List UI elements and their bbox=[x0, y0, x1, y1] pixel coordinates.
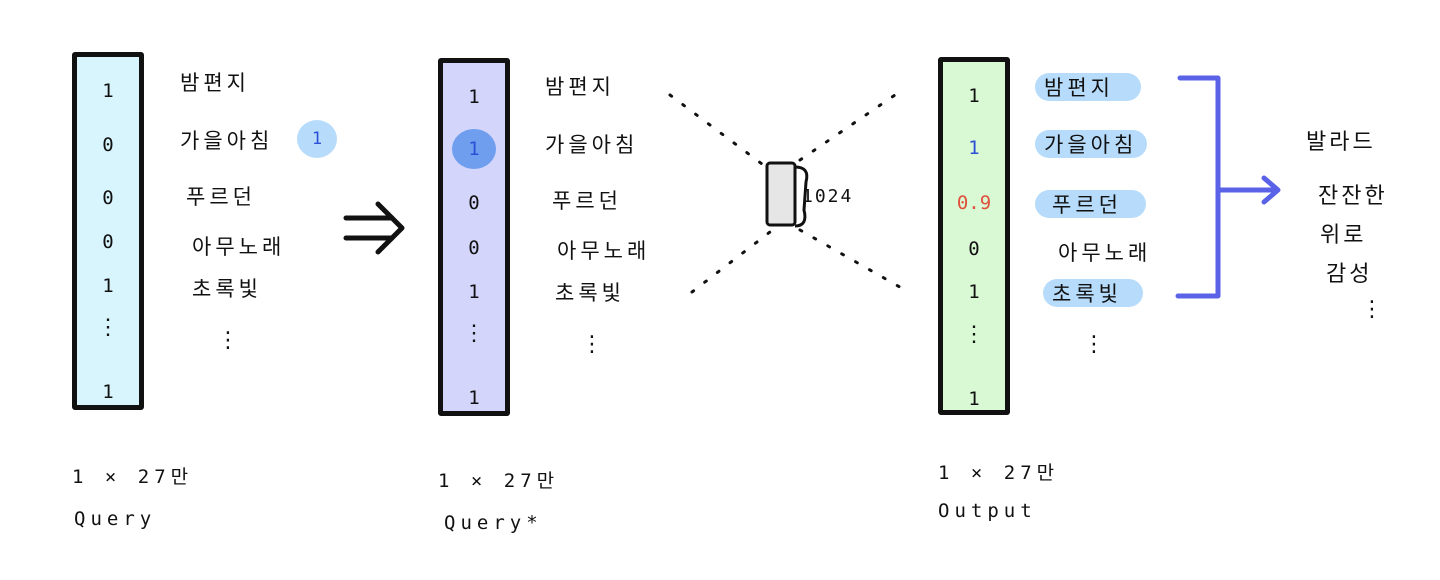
query-star-value: 0 bbox=[468, 237, 480, 259]
genre-label: 발라드 bbox=[1306, 130, 1376, 155]
query-value: 0 bbox=[102, 187, 114, 209]
output-dims: 1 × 27만 bbox=[938, 462, 1060, 484]
output-value: 1 bbox=[968, 137, 980, 159]
query-value: 1 bbox=[102, 275, 114, 297]
query-dims: 1 × 27만 bbox=[72, 466, 194, 488]
query-star-vector: 1 1 0 0 1 ⋮ 1 bbox=[438, 58, 510, 416]
output-vector: 1 1 0.9 0 1 ⋮ 1 bbox=[938, 57, 1010, 415]
decoder-dotted-line-top bbox=[798, 93, 897, 162]
query-star-value: 1 bbox=[468, 86, 480, 108]
query-star-song-ellipsis: ⋮ bbox=[581, 332, 603, 357]
query-star-value: 1 bbox=[468, 387, 480, 409]
query-star-song-label: 밤편지 bbox=[545, 75, 615, 99]
query-name: Query bbox=[74, 508, 157, 530]
output-song-pill bbox=[1035, 190, 1146, 218]
bottleneck-label: 1024 bbox=[802, 186, 854, 207]
output-value: 0.9 bbox=[956, 192, 992, 214]
bottleneck-bracket bbox=[794, 165, 809, 228]
query-star-song-label: 아무노래 bbox=[557, 239, 651, 263]
query-star-name: Query* bbox=[444, 512, 543, 534]
selection-bracket bbox=[1175, 75, 1281, 299]
transform-arrow-icon bbox=[343, 201, 405, 255]
output-song-pill bbox=[1035, 130, 1147, 158]
query-star-ellipsis: ⋮ bbox=[463, 321, 485, 346]
highlight-circle bbox=[452, 129, 496, 169]
output-value: 0 bbox=[968, 238, 980, 260]
query-song-label: 가을아침 bbox=[180, 129, 274, 153]
decoder-dotted-line-bottom bbox=[798, 228, 907, 292]
query-value: 1 bbox=[102, 80, 114, 102]
output-song-label: 밤편지 bbox=[1044, 76, 1114, 100]
query-star-song-label: 초록빛 bbox=[555, 281, 625, 305]
query-badge: 1 bbox=[297, 120, 337, 158]
query-song-label: 아무노래 bbox=[192, 235, 286, 259]
query-vector: 1 0 0 0 1 ⋮ 1 bbox=[72, 52, 144, 410]
output-name: Output bbox=[938, 500, 1037, 522]
query-star-song-label: 가을아침 bbox=[545, 133, 639, 157]
query-star-value: 0 bbox=[468, 192, 480, 214]
output-ellipsis: ⋮ bbox=[963, 322, 985, 347]
genre-label: 위로 bbox=[1320, 223, 1367, 248]
query-star-value: 1 bbox=[468, 138, 480, 160]
query-star-value: 1 bbox=[468, 281, 480, 303]
output-song-pill bbox=[1035, 73, 1141, 101]
bottleneck-box bbox=[765, 161, 797, 227]
output-value: 1 bbox=[968, 388, 980, 410]
output-song-label: 가을아침 bbox=[1044, 133, 1138, 157]
query-value: 1 bbox=[102, 381, 114, 403]
output-song-label: 초록빛 bbox=[1052, 282, 1122, 306]
genre-label: 잔잔한 bbox=[1318, 184, 1388, 209]
genre-label: 감성 bbox=[1326, 262, 1373, 287]
output-value: 1 bbox=[968, 85, 980, 107]
output-song-label: 푸르던 bbox=[1052, 193, 1122, 217]
query-star-song-label: 푸르던 bbox=[552, 189, 622, 213]
query-ellipsis: ⋮ bbox=[97, 315, 119, 340]
query-song-ellipsis: ⋮ bbox=[217, 328, 239, 353]
output-song-label: 아무노래 bbox=[1058, 241, 1152, 265]
genre-ellipsis: ⋮ bbox=[1361, 297, 1383, 322]
query-song-label: 밤편지 bbox=[180, 71, 250, 95]
encoder-dotted-line-top bbox=[668, 93, 772, 172]
query-song-label: 초록빛 bbox=[192, 277, 262, 301]
query-value: 0 bbox=[102, 231, 114, 253]
output-song-ellipsis: ⋮ bbox=[1083, 332, 1105, 357]
encoder-dotted-line-bottom bbox=[690, 230, 772, 294]
output-song-pill bbox=[1043, 279, 1143, 307]
query-star-dims: 1 × 27만 bbox=[438, 470, 560, 492]
query-value: 0 bbox=[102, 134, 114, 156]
output-value: 1 bbox=[968, 281, 980, 303]
query-song-label: 푸르던 bbox=[186, 185, 256, 209]
